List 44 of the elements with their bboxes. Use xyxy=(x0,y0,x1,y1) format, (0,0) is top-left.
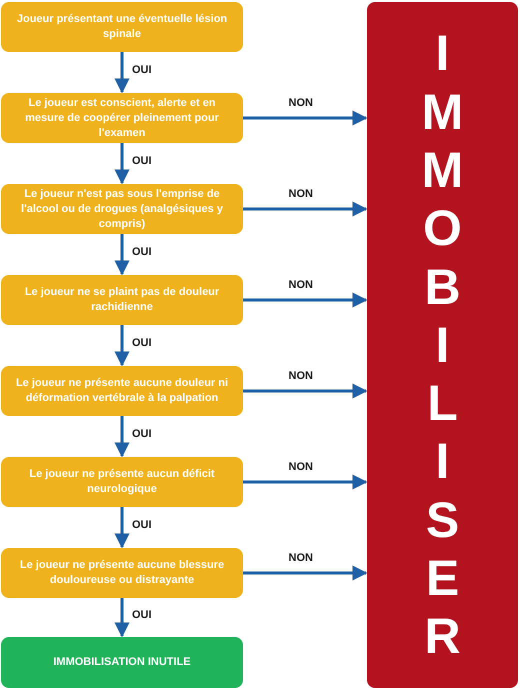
edge-label: OUI xyxy=(132,520,152,530)
arrow xyxy=(243,202,368,216)
edge-label: NON xyxy=(288,553,313,564)
edge-label: OUI xyxy=(132,246,152,258)
arrow xyxy=(114,416,130,458)
arrow xyxy=(243,384,368,398)
arrow xyxy=(243,110,368,126)
edge-label: OUI xyxy=(132,156,152,166)
box-text: Le joueur ne présente aucun déficit neurologique xyxy=(28,467,216,497)
box-text: Le joueur ne présente aucune douleur ni déformation vertébrale à la palpation xyxy=(14,376,230,406)
process-box xyxy=(1,275,243,325)
process-box xyxy=(1,93,243,143)
box-text: IMMOBILISATION INUTILE xyxy=(53,655,191,670)
edge-label: OUI xyxy=(132,428,152,440)
vertical-text: IMMOBILISER xyxy=(421,24,464,666)
arrow xyxy=(243,292,368,308)
edge-label: NON xyxy=(288,280,313,291)
action-box xyxy=(367,2,518,688)
edge-label: OUI xyxy=(132,610,152,620)
arrow xyxy=(243,566,368,580)
box-text: Le joueur ne se plaint pas de douleur rachidienne xyxy=(24,285,220,315)
process-box xyxy=(1,366,243,416)
arrow xyxy=(114,325,130,366)
process-box xyxy=(1,2,243,52)
arrow xyxy=(114,507,130,548)
box-text: Le joueur ne présente aucune blessure douloureuse ou distrayante xyxy=(18,558,226,588)
arrow xyxy=(114,52,130,94)
process-box xyxy=(1,184,243,234)
result-box xyxy=(1,637,243,688)
edge-label: NON xyxy=(288,462,313,473)
edge-label: NON xyxy=(288,371,313,382)
arrow xyxy=(114,598,130,638)
edge-label: OUI xyxy=(132,64,152,76)
edge-label: NON xyxy=(288,189,313,200)
edge-label: NON xyxy=(288,98,313,109)
process-box xyxy=(1,548,243,598)
process-box xyxy=(1,457,243,507)
edge-label: OUI xyxy=(132,338,152,348)
arrow xyxy=(114,143,130,184)
box-text: Le joueur n'est pas sous l'emprise de l'alcool ou de drogues (analgésiques y compris) xyxy=(20,186,224,232)
arrow xyxy=(114,234,130,276)
box-text: Le joueur est conscient, alerte et en mesure de coopérer pleinement pour l'examen xyxy=(24,96,220,140)
arrow xyxy=(243,474,368,490)
box-text: Joueur présentant une éventuelle lésion spinale xyxy=(16,12,228,42)
